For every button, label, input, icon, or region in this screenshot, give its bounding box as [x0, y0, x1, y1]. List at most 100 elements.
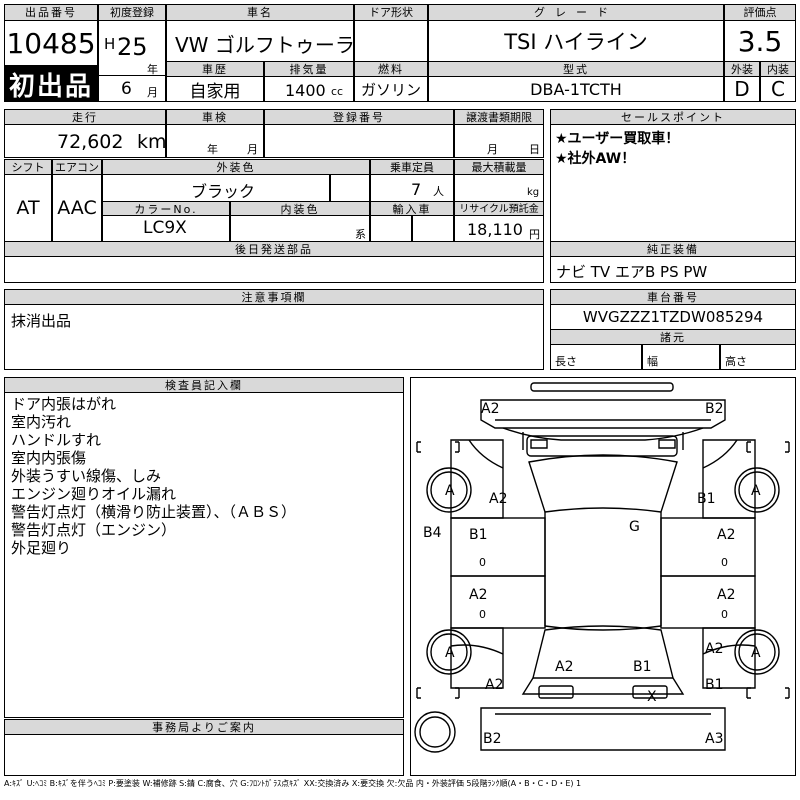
mark-tailgate-left: A2	[555, 659, 574, 675]
interior-color-unit: 系	[355, 228, 366, 241]
mark-windshield: G	[629, 519, 640, 535]
score: 3.5	[724, 20, 796, 62]
lot-number-label: 出品番号	[4, 4, 98, 21]
exterior-label: 外装	[724, 61, 760, 77]
inspection-year-unit: 年	[207, 143, 218, 156]
mark-front-right-wheel: A	[751, 483, 761, 499]
history: 自家用	[166, 76, 264, 102]
inspection-month-unit: 月	[247, 143, 258, 156]
width-label: 幅	[642, 344, 720, 370]
aircon: AAC	[52, 174, 102, 242]
mark-right-rear-quarter: A2	[705, 641, 724, 657]
exterior-color-extra	[330, 174, 370, 202]
first-registration-year: H 25 年	[98, 20, 166, 76]
car-name-label: 車名	[166, 4, 354, 21]
interior-color-label: 内装色	[230, 201, 370, 216]
sales-points-label: セールスポイント	[550, 109, 796, 125]
inspector-note: 外装うすい線傷、しみ	[11, 467, 162, 485]
mark-left-front-fender: A2	[489, 491, 508, 507]
office-notice-label: 事務局よりご案内	[4, 719, 404, 735]
inspector-note: エンジン廻りオイル漏れ	[11, 485, 177, 503]
max-load-cell: kg	[454, 174, 544, 202]
mark-tailgate-right: B1	[633, 659, 652, 675]
mark-right-rear-lower: B1	[705, 677, 724, 693]
reg-number	[264, 124, 454, 158]
interior-grade: C	[760, 76, 796, 102]
inspection-cell: 年 月	[166, 124, 264, 158]
interior-label: 内装	[760, 61, 796, 77]
mark-right-front-door: A2	[717, 527, 736, 543]
year: 25	[117, 33, 148, 61]
max-load-label: 最大積載量	[454, 159, 544, 175]
sales-points: ★ユーザー買取車！ ★社外AW！	[550, 124, 796, 242]
displacement-cell: 1400 cc	[264, 76, 354, 102]
mark-rear-bumper-right: A3	[705, 731, 724, 747]
door-type-label: ドア形状	[354, 4, 428, 21]
model-code: DBA-1TCTH	[428, 76, 724, 102]
transfer-day-unit: 日	[529, 143, 540, 156]
car-outline: 0 0 0 0	[414, 382, 790, 753]
inspector-note: 室内内張傷	[11, 449, 87, 467]
month: 6	[121, 79, 132, 99]
import-cell-2	[412, 215, 454, 242]
mark-left-rear-door: A2	[469, 587, 488, 603]
era: H	[104, 35, 116, 53]
mark-rear-left-wheel: A	[445, 645, 455, 661]
exterior-color: ブラック	[102, 174, 330, 202]
mileage-cell: 72,602 km	[4, 124, 166, 158]
later-parts	[4, 256, 544, 283]
svg-text:0: 0	[721, 608, 728, 621]
mark-rear-right-wheel: A	[751, 645, 761, 661]
max-load-unit: kg	[527, 187, 540, 198]
lot-number: 10485	[4, 20, 98, 66]
exterior-color-label: 外装色	[102, 159, 370, 175]
inspector-note: 警告灯点灯（横滑り防止装置）、（ＡＢＳ）	[11, 503, 297, 521]
mark-right-rear-door: A2	[717, 587, 736, 603]
mark-front-bumper-right: B2	[705, 401, 724, 417]
recycle: 18,110	[467, 220, 523, 239]
car-name: VW ゴルフトゥーラン	[166, 20, 354, 62]
chassis-label: 車台番号	[550, 289, 796, 305]
chassis-number: WVGZZZ1TZDW085294	[550, 304, 796, 330]
svg-text:0: 0	[479, 556, 486, 569]
mark-rear-bumper-left: B2	[483, 731, 502, 747]
legend: A:ｷｽﾞ U:ﾍｺﾐ B:ｷｽﾞを伴うﾍｺﾐ P:要塗装 W:補修跡 S:錆 …	[4, 779, 582, 788]
shift: AT	[4, 174, 52, 242]
recycle-label: リサイクル預託金	[454, 201, 544, 216]
mileage: 72,602	[57, 131, 124, 153]
mark-left-rear-quarter: A2	[485, 677, 504, 693]
reg-number-label: 登録番号	[264, 109, 454, 125]
door-type	[354, 20, 428, 62]
displacement: 1400	[285, 81, 326, 100]
inspector-note: 外足廻り	[11, 539, 72, 557]
office-notice	[4, 734, 404, 776]
grade-label: グレード	[428, 4, 724, 21]
mark-right-front-fender: B1	[697, 491, 716, 507]
first-registration-label: 初度登録	[98, 4, 166, 21]
score-label: 評価点	[724, 4, 796, 21]
import-label: 輸入車	[370, 201, 454, 216]
seats: 7	[411, 180, 422, 199]
displacement-unit: cc	[331, 85, 344, 98]
color-number-label: カラーNo.	[102, 201, 230, 216]
dimensions-label: 諸元	[550, 329, 796, 345]
sales-point-1: ★ユーザー買取車！	[555, 131, 680, 147]
color-number: LC9X	[102, 215, 230, 242]
mark-front-bumper-left: A2	[481, 401, 500, 417]
first-listing-badge: 初出品	[4, 66, 98, 102]
damage-diagram: 0 0 0 0 A2 B2 A A A2 B1 G B4 B1 A2 A2 A2…	[410, 377, 796, 776]
year-unit: 年	[147, 63, 158, 76]
first-registration-month: 6 月	[98, 75, 166, 102]
displacement-label: 排気量	[264, 61, 354, 77]
mileage-label: 走行	[4, 109, 166, 125]
svg-text:0: 0	[721, 556, 728, 569]
inspector-notes-label: 検査員記入欄	[4, 377, 404, 393]
mark-left-front-door: B1	[469, 527, 488, 543]
recycle-unit: 円	[529, 228, 540, 241]
aircon-label: エアコン	[52, 159, 102, 175]
inspector-note: 室内汚れ	[11, 413, 72, 431]
inspector-note: ドア内張はがれ	[11, 395, 117, 413]
seats-label: 乗車定員	[370, 159, 454, 175]
seats-unit: 人	[433, 185, 444, 198]
fuel: ガソリン	[354, 76, 428, 102]
